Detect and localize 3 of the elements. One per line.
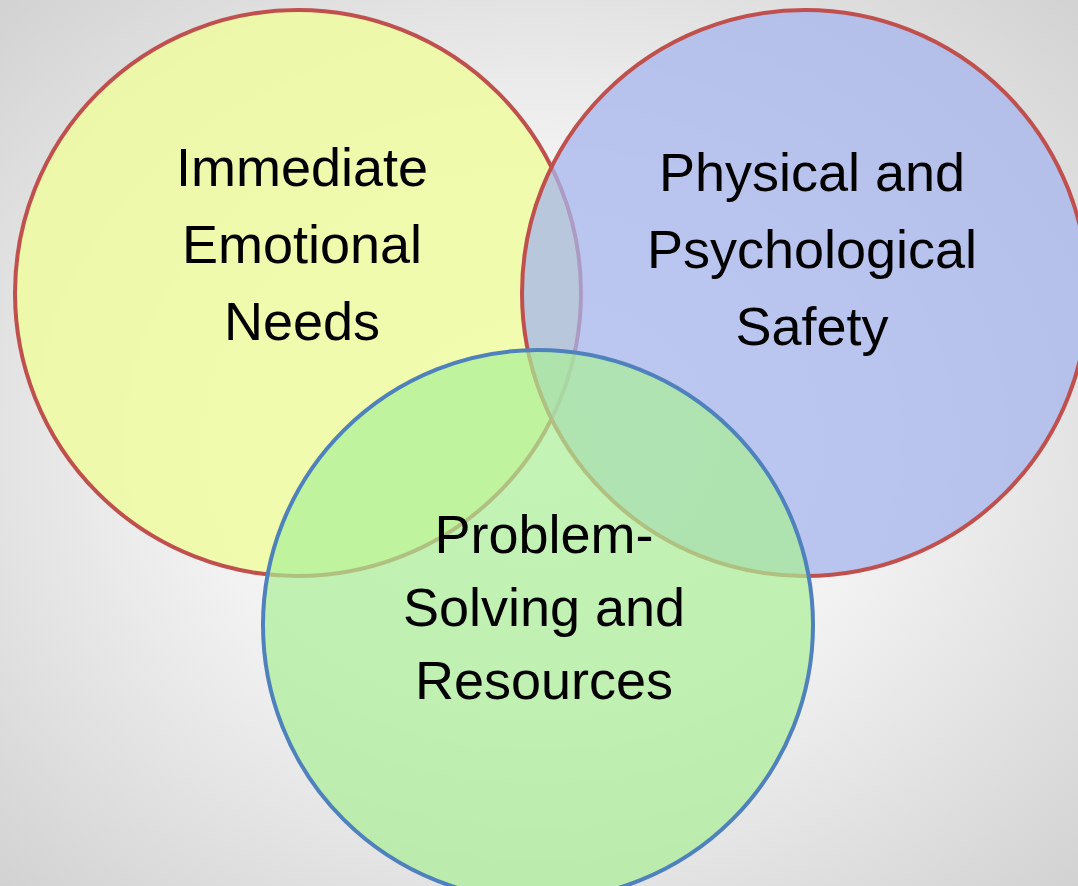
circle-label: Immediate Emotional Needs: [174, 135, 430, 353]
circle-label: Physical and Psychological Safety: [645, 140, 979, 358]
circle-label: Problem-Solving and Resources: [401, 502, 687, 712]
